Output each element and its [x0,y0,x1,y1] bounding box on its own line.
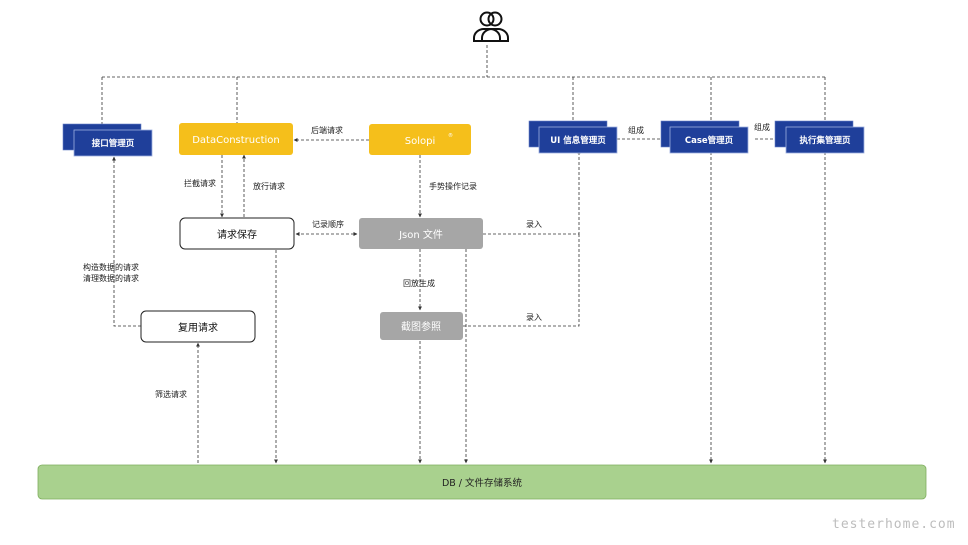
solopi-label: Solopi [405,136,436,147]
ui-info-page-label: UI 信息管理页 [550,135,606,146]
json-file-node[interactable]: Json 文件 [359,218,483,249]
request-save-node[interactable]: 请求保存 [179,217,295,250]
screenshot-ref-label: 截图参照 [401,320,441,333]
data-construction-node[interactable]: DataConstruction [179,123,293,155]
label-compose-1: 组成 [628,125,644,135]
label-release-request: 放行请求 [253,181,285,191]
users-icon [473,11,509,42]
json-file-label: Json 文件 [398,228,443,241]
label-gesture-record: 手势操作记录 [429,181,477,191]
edge-enter-2 [463,234,580,327]
case-page-node[interactable]: Case管理页 [660,120,749,154]
watermark: testerhome.com [832,517,956,532]
connectors [101,45,827,464]
ui-info-page-node[interactable]: UI 信息管理页 [528,120,618,154]
solopi-node[interactable]: Solopi ® [369,124,471,155]
db-label: DB / 文件存储系统 [442,477,523,489]
label-enter-2: 录入 [526,313,542,322]
label-filter-request: 筛选请求 [155,389,187,399]
screenshot-ref-node[interactable]: 截图参照 [380,312,463,340]
label-record-order: 记录顺序 [312,219,344,229]
label-intercept-request: 拦截请求 [184,178,216,188]
label-construct-data-request: 构造数据的请求 [83,262,139,272]
label-enter-1: 录入 [526,220,542,229]
api-page-label: 接口管理页 [92,138,135,149]
request-save-label: 请求保存 [217,228,257,241]
exec-set-page-node[interactable]: 执行集管理页 [774,120,865,154]
case-page-label: Case管理页 [685,135,734,146]
label-replay-generate: 回放生成 [403,278,435,288]
label-backend-request: 后端请求 [311,125,343,135]
label-compose-2: 组成 [754,122,770,132]
edge-construct [112,156,141,327]
label-clean-data-request: 清理数据的请求 [83,273,139,283]
data-construction-label: DataConstruction [192,135,280,146]
solopi-registered-mark: ® [448,132,453,139]
exec-set-page-label: 执行集管理页 [799,135,851,146]
reuse-request-label: 复用请求 [178,321,218,334]
reuse-request-node[interactable]: 复用请求 [140,310,256,343]
db-node[interactable]: DB / 文件存储系统 [37,464,927,500]
api-page-node[interactable]: 接口管理页 [62,123,153,157]
